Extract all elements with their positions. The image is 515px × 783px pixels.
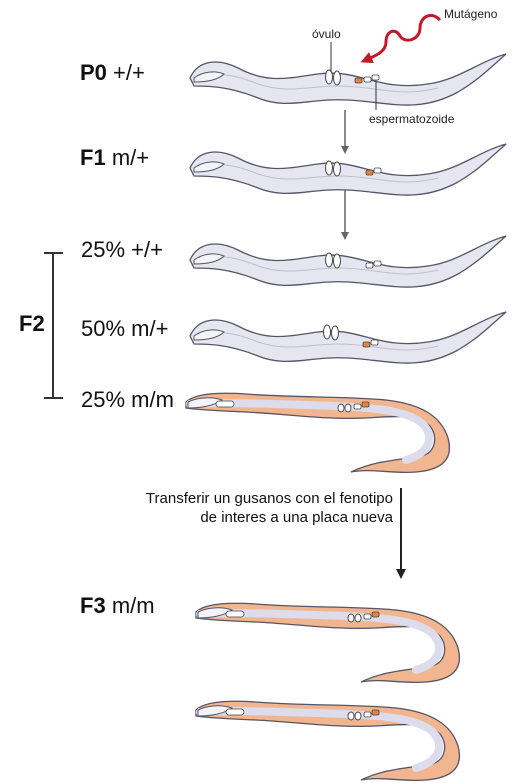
f2-bracket [44, 253, 63, 398]
transfer-instruction: Transferir un gusanos con el fenotipo de… [143, 490, 393, 528]
generation-label: F1 [80, 145, 106, 170]
f2-row-mutant: 25% m/m [81, 389, 174, 411]
worm-f2-wild [190, 236, 506, 287]
generation-genotype: m/+ [112, 145, 149, 170]
generation-genotype: m/m [112, 593, 155, 618]
sperm-label: espermatozoide [369, 113, 454, 125]
mutagen-label: Mutágeno [444, 8, 497, 20]
generation-genotype: +/+ [113, 60, 145, 85]
worm-f2-het [190, 312, 506, 363]
worm-f3-first [196, 603, 459, 682]
worm-f3-second [196, 701, 459, 780]
generation-f2: F2 [19, 313, 45, 335]
generation-label: F3 [80, 593, 106, 618]
f2-row-wild: 25% +/+ [81, 239, 163, 261]
generation-label: P0 [80, 60, 107, 85]
worm-p0 [190, 54, 506, 105]
generation-f3: F3 m/m [80, 595, 155, 617]
f2-row-het: 50% m/+ [81, 318, 168, 340]
oocyte-label: óvulo [312, 28, 341, 40]
worm-f2-mutant [186, 393, 449, 472]
generation-label: F2 [19, 311, 45, 336]
generation-p0: P0 +/+ [80, 62, 145, 84]
generation-f1: F1 m/+ [80, 147, 149, 169]
mutagen-squiggle-icon [366, 15, 440, 60]
worm-f1 [190, 144, 506, 195]
